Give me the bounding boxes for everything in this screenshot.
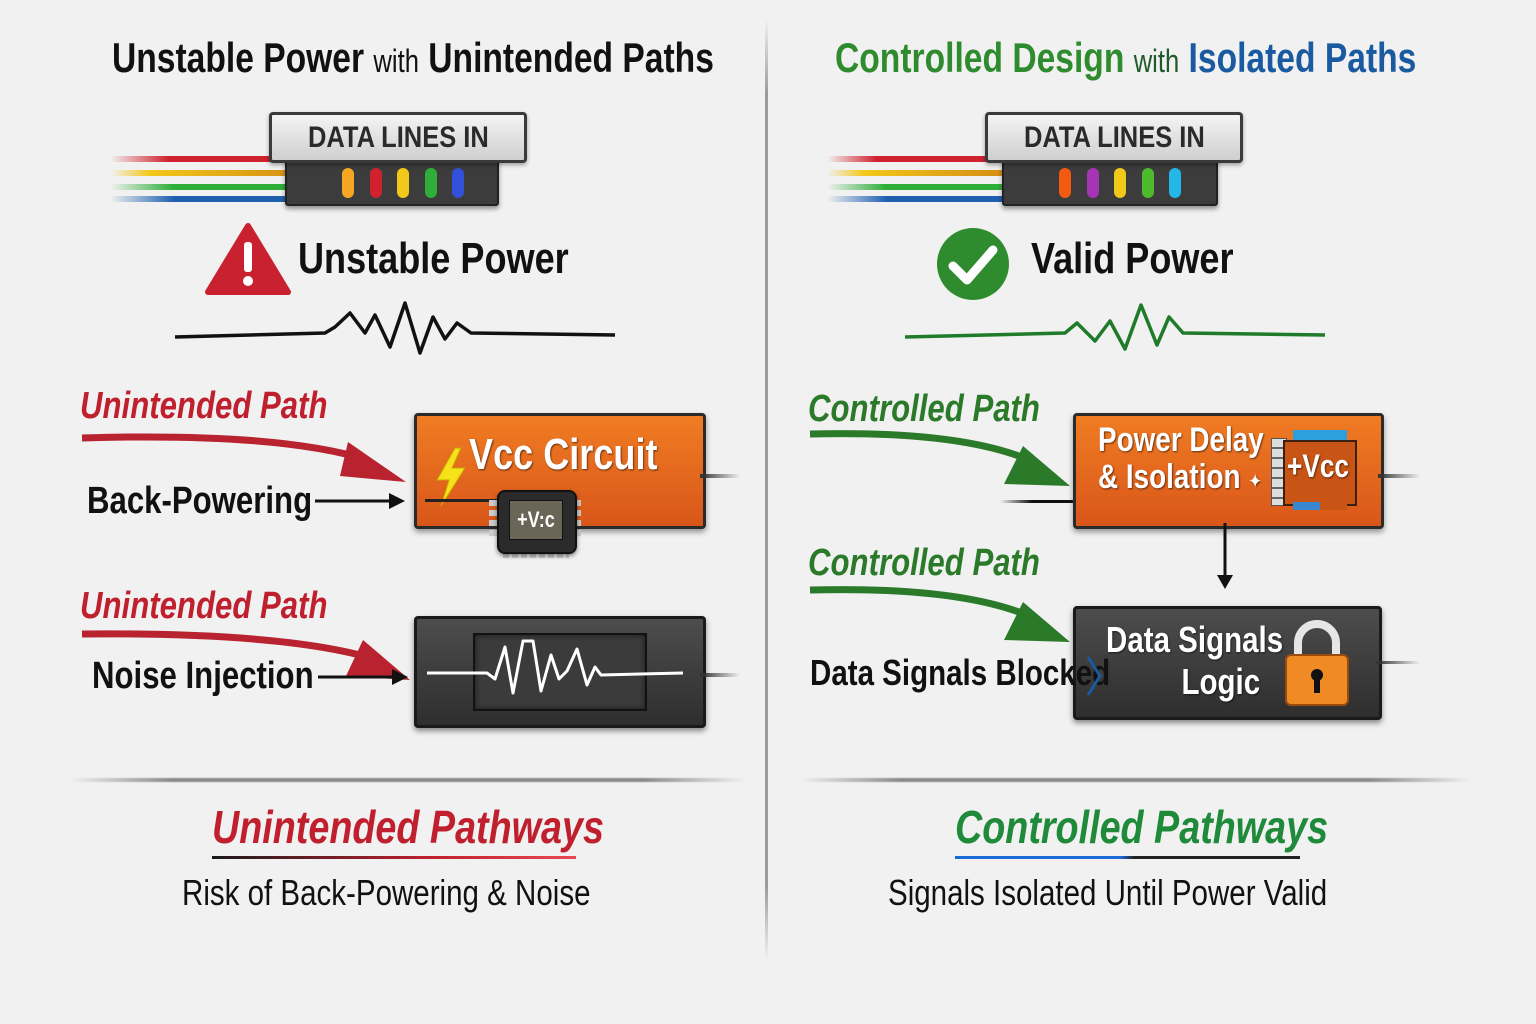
back-powering-label: Back-Powering: [87, 480, 313, 522]
padlock-icon: [1285, 620, 1349, 706]
left-data-lines-connector: DATA LINES IN: [105, 112, 527, 212]
right-footer-underline: [955, 856, 1300, 859]
wire: [110, 196, 325, 202]
controlled-path-arrow: [809, 430, 1070, 486]
right-section-divider: [800, 778, 1470, 782]
right-title: Controlled Design with Isolated Paths: [835, 34, 1536, 82]
blocked-chevron-icon: [1086, 656, 1102, 696]
left-path1-label: Unintended Path: [80, 385, 328, 427]
connector-pin: [397, 168, 409, 198]
controlled-path-arrow: [809, 586, 1070, 642]
unintended-path-arrow: [81, 433, 406, 482]
noise-injection-box: [414, 616, 706, 728]
wire: [827, 196, 1027, 202]
back-powering-arrow: [315, 493, 405, 509]
right-status-text: Valid Power: [1031, 234, 1234, 283]
wire: [827, 170, 1012, 176]
left-footer-title: Unintended Pathways: [212, 801, 604, 853]
output-trace: [700, 474, 740, 478]
right-footer-subtitle: Signals Isolated Until Power Valid: [888, 872, 1328, 913]
left-section-divider: [70, 778, 745, 782]
power-delay-title: Power Delay& Isolation ✦: [1098, 421, 1264, 496]
connector-label: DATA LINES IN: [985, 112, 1243, 163]
vcc-chip-label: +Vcc: [1287, 448, 1350, 484]
right-data-lines-connector: DATA LINES IN: [822, 112, 1243, 212]
warning-triangle-icon: [205, 223, 291, 295]
connector-pin: [1142, 168, 1154, 198]
output-trace: [1378, 474, 1420, 478]
left-title-part2: Unintended Paths: [428, 34, 714, 81]
circuit-trace: [425, 499, 515, 502]
right-status: Valid Power: [935, 222, 1255, 302]
separator-icon: ✦: [1248, 471, 1263, 493]
connector-pin: [1114, 168, 1126, 198]
connector-pin: [452, 168, 464, 198]
connector-pin: [1169, 168, 1181, 198]
right-title-part2: Isolated Paths: [1188, 34, 1417, 81]
valid-power-waveform: [905, 303, 1326, 351]
left-path2-label: Unintended Path: [80, 585, 328, 627]
vcc-chip-icon: +V:c: [485, 486, 585, 562]
check-circle-icon: [937, 228, 1009, 300]
noise-waveform-icon: [427, 639, 684, 695]
left-status: Unstable Power: [205, 222, 605, 302]
left-title-part1: Unstable Power: [112, 34, 365, 81]
right-path2-label: Controlled Path: [808, 542, 1040, 584]
left-title-connector: with: [373, 43, 419, 79]
vcc-circuit-title: Vcc Circuit: [469, 430, 658, 479]
output-trace: [1376, 661, 1420, 664]
wire: [110, 184, 320, 190]
wire: [827, 156, 992, 162]
right-path1-label: Controlled Path: [808, 388, 1040, 430]
connector-label: DATA LINES IN: [269, 112, 527, 163]
noise-injection-arrow: [318, 669, 408, 685]
unstable-power-waveform: [175, 301, 616, 355]
right-title-connector: with: [1133, 43, 1180, 79]
data-signals-blocked-label: Data Signals Blocked: [810, 652, 1111, 693]
wire: [827, 184, 1022, 190]
lightning-bolt-icon: [436, 447, 466, 507]
wire: [110, 170, 310, 176]
connector-pin: [370, 168, 382, 198]
vcc-chip-icon: +Vcc: [1271, 430, 1357, 512]
chip-label: +V:c: [509, 500, 563, 540]
connector-pin: [1087, 168, 1099, 198]
right-footer-title: Controlled Pathways: [955, 801, 1329, 853]
wire: [110, 156, 305, 162]
left-status-text: Unstable Power: [298, 234, 569, 283]
connector-pin: [425, 168, 437, 198]
down-arrow: [1217, 523, 1233, 589]
connector-pin: [342, 168, 354, 198]
left-footer-underline: [212, 856, 576, 859]
connector-pin: [1059, 168, 1071, 198]
noise-injection-label: Noise Injection: [92, 655, 314, 697]
power-delay-isolation-box: Power Delay& Isolation ✦ +Vcc: [1073, 413, 1384, 529]
left-title: Unstable Power with Unintended Paths: [112, 34, 864, 82]
center-divider: [765, 20, 768, 960]
right-title-part1: Controlled Design: [835, 34, 1125, 81]
left-footer-subtitle: Risk of Back-Powering & Noise: [182, 872, 591, 913]
output-trace: [700, 673, 740, 677]
